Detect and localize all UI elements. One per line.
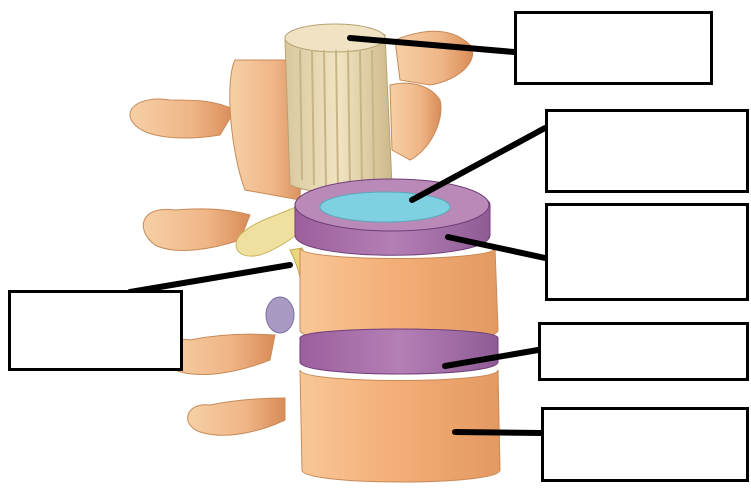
lower-vertebral-body — [300, 370, 500, 482]
label-box-annulus[interactable] — [545, 203, 749, 301]
lower-disc — [300, 329, 498, 374]
label-box-nucleus[interactable] — [545, 109, 749, 193]
upper-disc — [295, 179, 490, 255]
label-box-nerve-root[interactable] — [8, 290, 183, 371]
label-box-lower-disc[interactable] — [538, 322, 749, 381]
leader-line-6 — [130, 265, 290, 292]
spinal-cord — [285, 24, 392, 193]
leader-line-5 — [455, 432, 541, 433]
label-box-spinal-cord[interactable] — [514, 11, 713, 85]
label-box-vertebral-body[interactable] — [541, 407, 749, 482]
